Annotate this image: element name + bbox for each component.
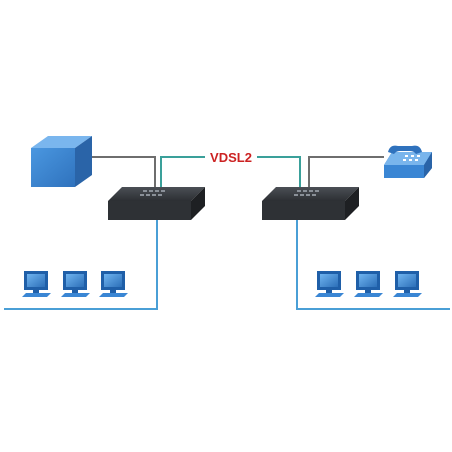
computer-icon bbox=[22, 271, 51, 297]
computer-icon bbox=[99, 271, 128, 297]
computer-icon bbox=[393, 271, 422, 297]
right-lan-line bbox=[296, 218, 450, 310]
telephone-icon bbox=[384, 145, 432, 178]
box-icon bbox=[31, 136, 92, 187]
switch-icon bbox=[262, 187, 359, 220]
line-right-switch-to-telephone bbox=[308, 156, 384, 196]
switch-icon bbox=[108, 187, 205, 220]
computer-icon bbox=[354, 271, 383, 297]
left-lan-line bbox=[4, 218, 158, 310]
vdsl2-label: VDSL2 bbox=[210, 150, 252, 165]
computer-icon bbox=[61, 271, 90, 297]
vdsl2-label-background bbox=[205, 149, 257, 165]
computer-icon bbox=[315, 271, 344, 297]
line-box-to-left-switch bbox=[92, 156, 156, 196]
connection-lines bbox=[4, 156, 450, 310]
